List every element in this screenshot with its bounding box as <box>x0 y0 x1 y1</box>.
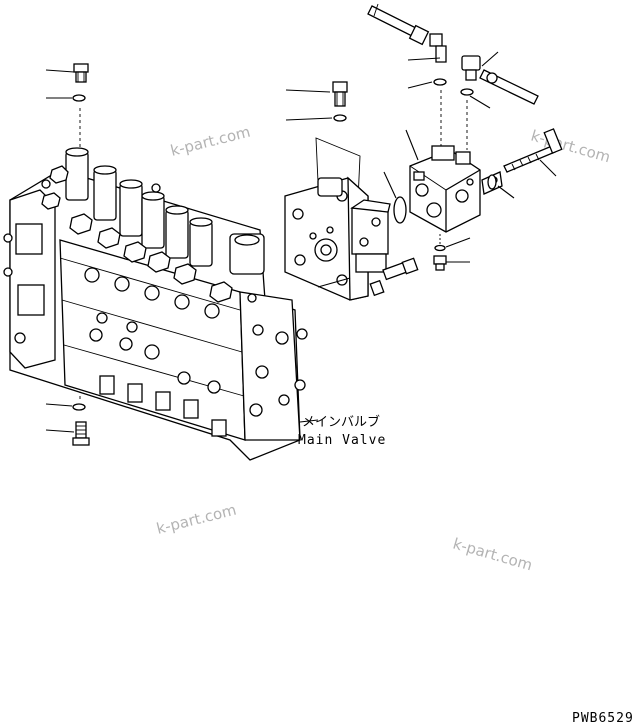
main-valve-label-en: Main Valve <box>298 433 386 448</box>
block-leader <box>405 129 419 161</box>
fitting-right-leader <box>481 51 499 67</box>
elbow-leader <box>407 57 441 61</box>
plate-o-ring-leader <box>383 171 397 199</box>
right-valve-block <box>409 145 503 233</box>
fitting-o-ring-leader <box>469 95 491 109</box>
watermark-2: k-part.com <box>529 127 612 167</box>
block-long-bolt <box>503 128 563 173</box>
fitting-o-ring <box>460 88 474 96</box>
block-side-o-ring <box>487 174 497 190</box>
long-bolt-leader <box>539 159 557 177</box>
plate-top-o-ring <box>333 114 347 122</box>
hose-fitting-right <box>461 55 539 105</box>
plate-bolt-leader <box>317 277 351 288</box>
top-left-o-ring <box>46 94 86 102</box>
end-plate <box>284 137 391 301</box>
drawing-code: PWB6529 <box>572 711 634 726</box>
hose-fitting-long <box>367 3 447 63</box>
block-bottom-o-ring-leader <box>445 237 471 248</box>
plate-bolt <box>369 257 419 297</box>
elbow-o-ring-leader <box>407 81 433 89</box>
top-left-bolt <box>45 63 89 83</box>
plate-o-ring <box>393 196 407 224</box>
watermark-4: k-part.com <box>451 535 534 575</box>
block-side-o-ring-leader <box>497 185 515 199</box>
bottom-left-o-ring <box>45 403 86 411</box>
plate-top-bolt <box>332 81 348 107</box>
main-valve-body <box>3 147 308 461</box>
elbow-o-ring <box>433 78 447 86</box>
main-valve-label-jp: メインバルブ <box>302 414 380 430</box>
watermark-1: k-part.com <box>169 123 253 160</box>
main-valve-leader <box>299 419 319 423</box>
block-bottom-plug <box>433 255 447 271</box>
bottom-left-bolt <box>45 421 90 446</box>
plate-top-o-ring-leader <box>285 117 333 121</box>
block-bottom-o-ring <box>434 244 446 252</box>
watermark-3: k-part.com <box>155 501 239 538</box>
plate-top-bolt-leader <box>285 89 331 93</box>
